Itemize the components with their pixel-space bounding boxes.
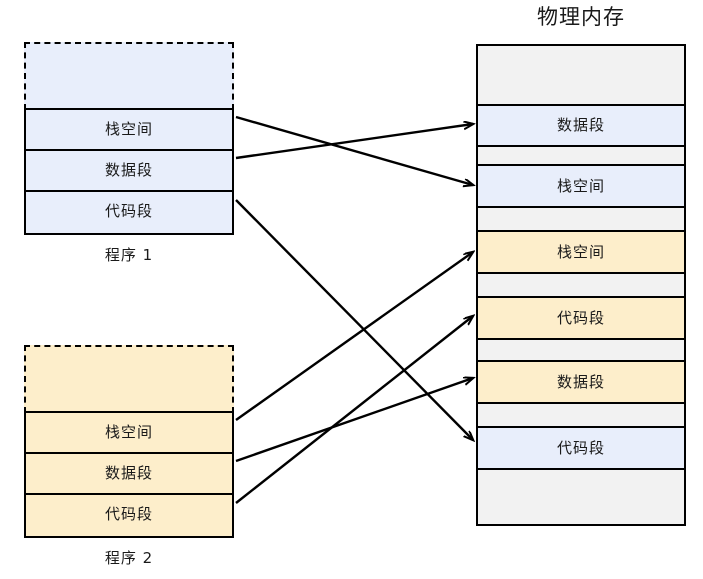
program-2-segment-stack[interactable]: 栈空间 [26,413,232,454]
program-2-segments: 栈空间 数据段 代码段 [24,411,234,538]
arrow-p2-data [235,378,473,463]
program-1-segment-code[interactable]: 代码段 [26,192,232,233]
program-2-label: 程序 2 [104,549,154,567]
program-1-box: 栈空间 数据段 代码段 [24,42,234,237]
arrow-p1-stack [235,115,473,185]
physical-memory-title: 物理内存 [537,5,625,29]
physical-segment-data-p2[interactable]: 数据段 [478,360,684,404]
physical-segment-code-p2[interactable]: 代码段 [478,296,684,340]
arrow-p1-data [235,124,473,160]
program-1-unused-region [24,42,234,110]
program-2-box: 栈空间 数据段 代码段 [24,345,234,540]
physical-segment-data-p1[interactable]: 数据段 [478,104,684,147]
program-1-segments: 栈空间 数据段 代码段 [24,108,234,235]
physical-memory-box: 数据段 栈空间 栈空间 代码段 数据段 代码段 [476,44,686,526]
physical-segment-stack-p2[interactable]: 栈空间 [478,230,684,274]
arrow-p2-stack [235,252,473,421]
program-1-segment-stack[interactable]: 栈空间 [26,110,232,151]
program-2-segment-data[interactable]: 数据段 [26,454,232,495]
physical-segment-code-p1[interactable]: 代码段 [478,426,684,470]
program-1-segment-data[interactable]: 数据段 [26,151,232,192]
program-2-segment-code[interactable]: 代码段 [26,495,232,536]
program-2-unused-region [24,345,234,413]
arrow-p1-code [235,199,473,440]
physical-segment-stack-p1[interactable]: 栈空间 [478,164,684,208]
program-1-label: 程序 1 [104,246,154,264]
arrow-p2-code [235,316,473,504]
